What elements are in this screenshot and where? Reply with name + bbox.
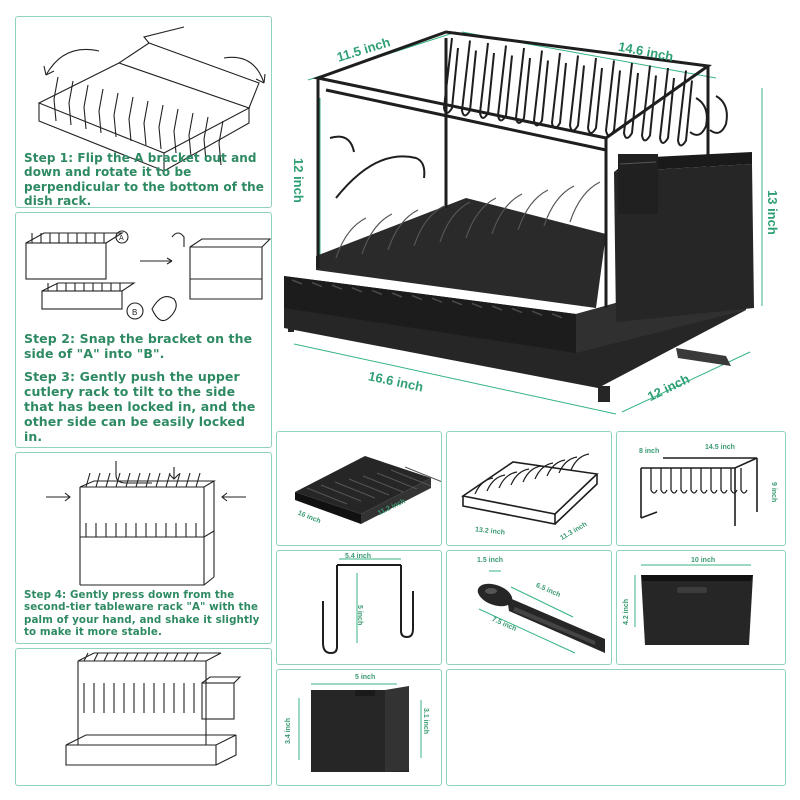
flipped-rack-drawing: [37, 26, 260, 172]
hand-icon: [115, 461, 152, 484]
part-utensil-holder-panel: 10 inch 4.2 inch: [616, 550, 786, 665]
label-b: B: [132, 308, 137, 317]
dim-upper-rack-length: 14.5 inch: [705, 444, 735, 451]
part-drip-tray-panel: 16 inch 11.2 inch: [276, 431, 442, 546]
dim-holder-width: 10 inch: [691, 557, 716, 564]
dim-holder-height: 4.2 inch: [623, 598, 630, 625]
main-product-area: 11.5 inch 14.6 inch 12 inch 13 inch 16.6…: [276, 8, 790, 426]
step1-illustration: [37, 26, 266, 172]
part-spout-panel: 1.5 inch 6.5 inch 7.5 inch: [446, 550, 612, 665]
assembled-panel: [15, 648, 272, 786]
dim-upper-rack-depth: 8 inch: [639, 448, 660, 455]
step4-text: Step 4: Gently press down from the secon…: [24, 589, 260, 639]
dim-bracket-width: 5.4 inch: [345, 553, 372, 560]
step1-panel: Step 1: Flip the A bracket out and down …: [15, 16, 272, 208]
step23-panel: B A Step 2: Snap the bracket on the side…: [15, 212, 272, 448]
dim-left-height: 12 inch: [291, 158, 306, 203]
stacked-rack-drawing: [79, 480, 216, 586]
step3-text: Step 3: Gently push the upper cutlery ra…: [24, 369, 256, 444]
step2-illustration: B A: [25, 230, 271, 322]
step1-text: Step 1: Flip the A bracket out and down …: [24, 151, 265, 208]
part-upper-rack-panel: 8 inch 14.5 inch 9 inch: [616, 431, 786, 546]
dim-spout-tip: 1.5 inch: [477, 557, 504, 564]
dim-knife-block-width: 5 inch: [355, 674, 376, 681]
label-a: A: [119, 235, 124, 242]
rotate-right-arrow-icon: [223, 56, 265, 84]
folded-rack-drawing: [25, 232, 136, 310]
main-dish-rack-image: [284, 30, 763, 415]
hand-icon: [151, 296, 177, 322]
dim-right-height: 13 inch: [765, 190, 780, 235]
dim-bracket-height: 5 inch: [356, 605, 363, 626]
step4-panel: Step 4: Gently press down from the secon…: [15, 452, 272, 644]
dim-upper-rack-height: 9 inch: [770, 482, 777, 503]
assembled-rack-drawing: [189, 238, 271, 300]
assembled-rack-illustration: [65, 652, 242, 766]
rotate-left-arrow-icon: [45, 48, 100, 76]
part-side-bracket-panel: 5.4 inch 5 inch: [276, 550, 442, 665]
step2-text: Step 2: Snap the bracket on the side of …: [24, 331, 253, 361]
dim-knife-block-height-right: 3.1 inch: [422, 708, 429, 735]
part-lower-rack-panel: 13.2 inch 11.3 inch: [446, 431, 612, 546]
step4-illustration: [46, 461, 246, 586]
part-knife-block-panel: 5 inch 3.4 inch 3.1 inch: [276, 669, 442, 786]
dim-knife-block-height-left: 3.4 inch: [285, 717, 292, 744]
empty-panel: [446, 669, 786, 786]
